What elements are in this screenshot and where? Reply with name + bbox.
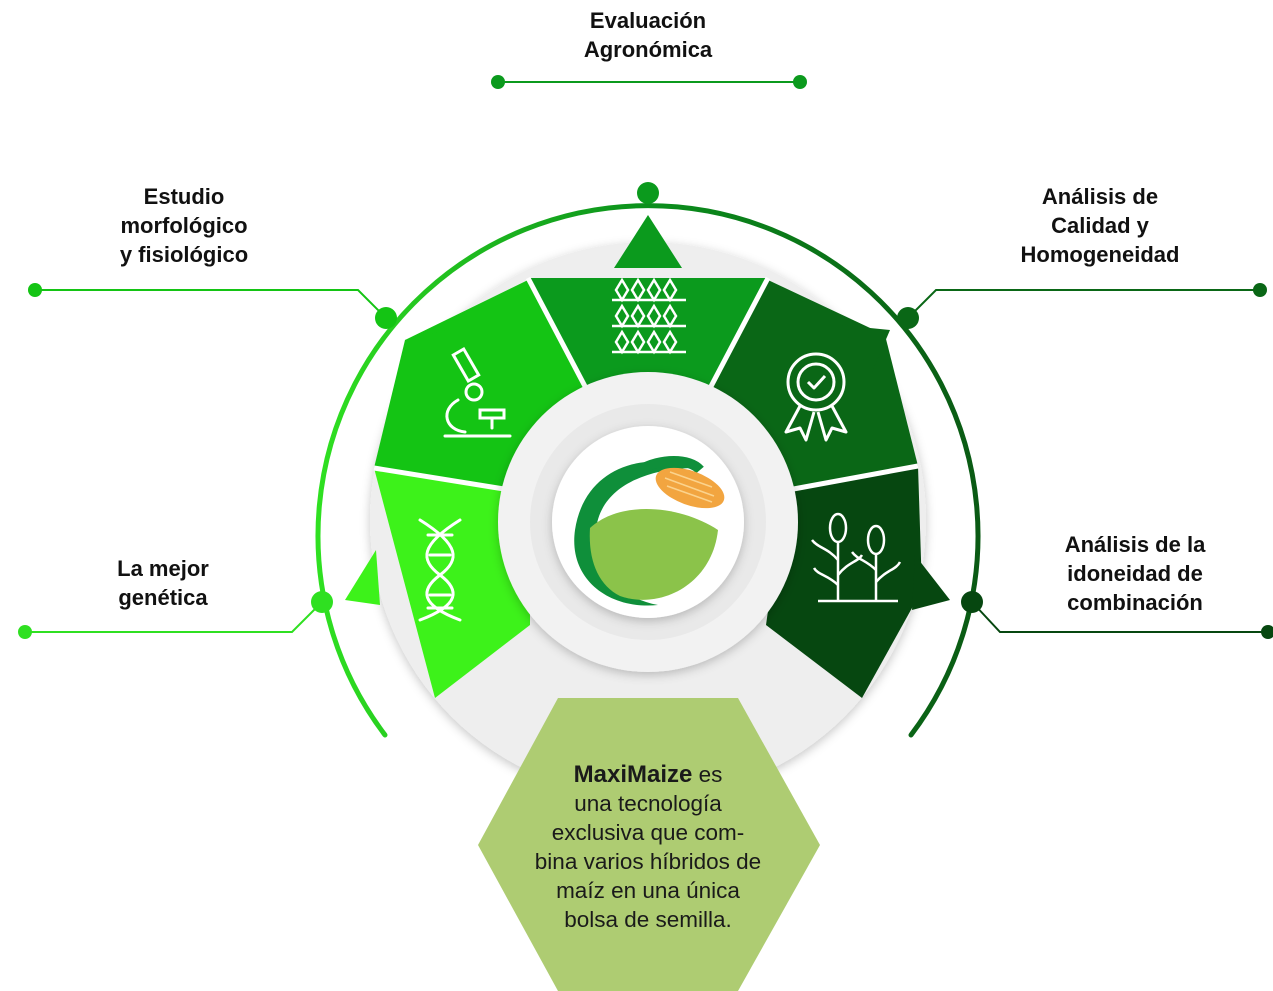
corn-cob-icon [655,467,725,509]
connector-dot [897,307,919,329]
award-badge-icon [784,352,848,442]
outer-ring [315,203,981,738]
dna-icon [418,518,462,622]
center-hexagon [478,698,820,991]
corn-plants-icon [811,512,902,603]
description-text: es una tecnología exclusiva que com- bin… [534,762,762,932]
label-evaluacion: Evaluación Agronómica [583,8,713,62]
connector-dot [311,591,333,613]
brand-name: MaxiMaize [573,761,693,788]
label-morfologico: Estudio morfológico y fisiológico [119,184,249,267]
connector-dot [28,283,42,297]
segment-dividers [373,276,919,493]
connector-dot [1253,283,1267,297]
segment-idoneidad [766,466,950,698]
connector-dot [1261,625,1273,639]
connector-dot [375,307,397,329]
center-description: MaxiMaize es una tecnología exclusiva qu… [498,760,798,934]
microscope-icon [443,346,512,438]
label-genetica: La mejor genética [117,556,209,610]
label-calidad: Análisis de Calidad y Homogeneidad [1020,184,1180,267]
connector-dot [18,625,32,639]
connector-dot [491,75,505,89]
connector-dot [793,75,807,89]
segment-genetica [345,468,530,698]
connector-dots [18,75,1273,639]
label-idoneidad: Análisis de la idoneidad de combinación [1064,532,1206,615]
connector-dot [637,182,659,204]
maximaize-logo [574,456,725,606]
connectors [25,81,1268,633]
corn-field-icon [610,277,688,354]
segment-evaluacion [528,215,768,390]
connector-dot [961,591,983,613]
